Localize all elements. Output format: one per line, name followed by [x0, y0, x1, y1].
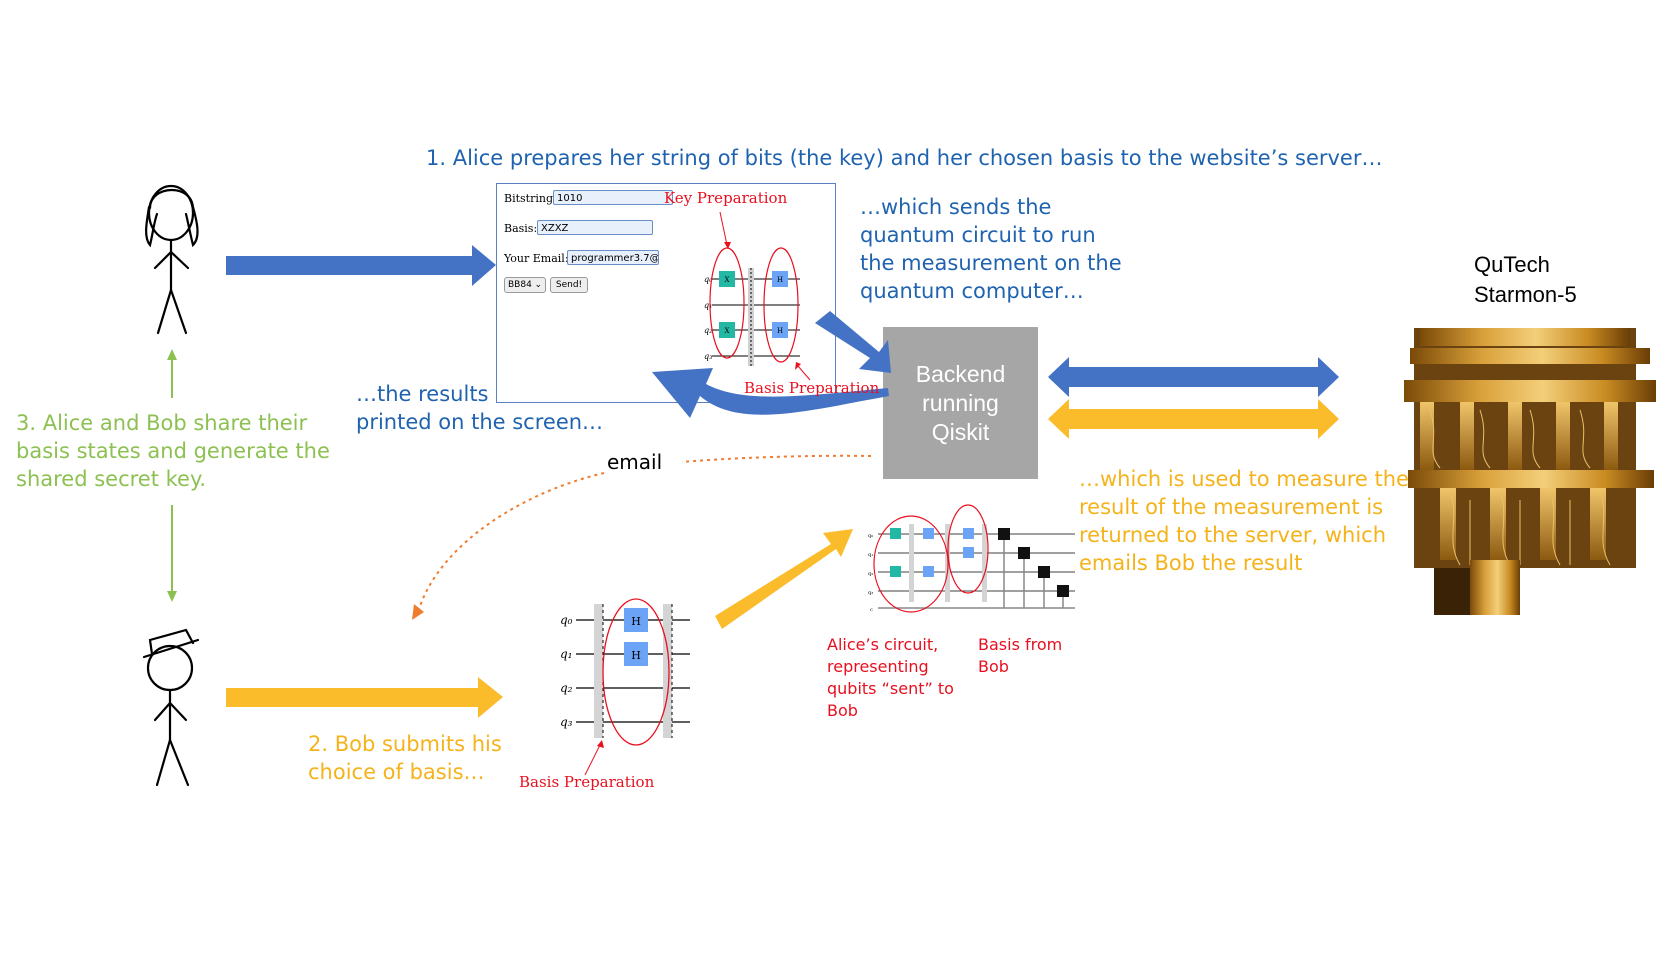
qubit-label: q₃ [704, 352, 712, 361]
chevron-down-icon: ⌄ [534, 280, 542, 290]
form-to-backend-arrow [815, 311, 891, 373]
bitstring-input[interactable]: 1010 [553, 190, 673, 205]
bob-basis-ring [602, 598, 670, 746]
basis-from-bob-label: Basis from Bob [978, 635, 1063, 676]
qubit-label: q₃ [560, 715, 573, 729]
basis-input[interactable]: XZXZ [537, 220, 653, 235]
server-caption: …which sends the quantum circuit to run … [860, 195, 1122, 303]
key-preparation-label: Key Preparation [664, 189, 788, 207]
qubit-label: q₁ [868, 552, 873, 558]
share-basis-arrows [167, 349, 177, 602]
h-gate-label: H [631, 649, 641, 662]
email-label: email [607, 450, 663, 474]
bob-to-server-arrow [226, 677, 503, 718]
basis-prep-ring [763, 247, 799, 363]
qubit-label: q₂ [560, 681, 573, 695]
qubit-label: q₀ [704, 275, 713, 284]
protocol-select[interactable]: BB84⌄ [504, 277, 546, 293]
step2-caption: 2. Bob submits his choice of basis… [308, 732, 502, 784]
protocol-select-value: BB84 [508, 280, 532, 290]
h-gate-label: H [631, 615, 641, 628]
bob-basis-ring-small [947, 504, 989, 594]
x-gate-q0 [719, 271, 735, 287]
send-button[interactable]: Send! [550, 277, 588, 293]
qubit-label: q₁ [704, 301, 712, 310]
measure-caption: …which is used to measure the result of … [1079, 467, 1409, 575]
classical-register-label: c [870, 607, 873, 613]
qubit-label: q₀ [560, 613, 573, 627]
x-gate-label: X [725, 276, 730, 284]
email-field-label: Your Email: [504, 252, 569, 265]
qubit-label: q₃ [868, 590, 873, 596]
x-gate-label: X [725, 327, 730, 335]
backend-server-box: Backend running Qiskit [883, 327, 1038, 479]
qubit-label: q₂ [704, 326, 712, 335]
qubit-label: q₁ [560, 647, 573, 661]
basis-preparation-alice-label: Basis Preparation [744, 379, 880, 397]
email-field[interactable]: programmer3.7@ou [567, 250, 659, 265]
alice-circuit-ring [873, 515, 949, 613]
h-gate-label: H [777, 327, 783, 335]
backend-quantum-orange-double-arrow [1048, 399, 1339, 439]
alice-stick-figure-icon [145, 184, 199, 335]
email-dotted-arrow [412, 454, 872, 620]
h-gate-q1 [624, 642, 648, 666]
h-gate-q0 [772, 271, 788, 287]
qubit-label: q₀ [868, 533, 873, 539]
alice-web-form: Bitstring: 1010 Basis: XZXZ Your Email: … [496, 183, 836, 403]
key-prep-ring [709, 247, 745, 359]
alice-to-server-arrow [226, 245, 496, 286]
bob-circuit: q₀ q₁ q₂ q₃ H H [560, 598, 690, 776]
step3-caption: 3. Alice and Bob share their basis state… [16, 411, 330, 491]
h-gate-q2 [772, 322, 788, 338]
quantum-computer-title: QuTech Starmon-5 [1474, 252, 1577, 307]
results-return-arrow [652, 368, 889, 418]
x-gate-q2 [719, 322, 735, 338]
basis-preparation-bob-label: Basis Preparation [519, 773, 655, 791]
step1-caption: 1. Alice prepares her string of bits (th… [426, 146, 1383, 170]
h-gate-q0 [624, 608, 648, 632]
qubit-label: q₂ [868, 571, 873, 577]
backend-quantum-blue-double-arrow [1048, 357, 1339, 397]
alice-circuit-label: Alice’s circuit, representing qubits “se… [827, 635, 954, 720]
combined-circuit: q₀ q₁ q₂ q₃ c [868, 504, 1075, 613]
h-gate-label: H [777, 276, 783, 284]
quantum-computer-chandelier-icon [1404, 328, 1656, 615]
bitstring-label: Bitstring: [504, 192, 557, 205]
alice-form-circuit: q₀ q₁ q₂ q₃ X X H H [704, 211, 811, 381]
bob-circuit-to-backend-arrow [715, 529, 853, 629]
basis-label: Basis: [504, 222, 538, 235]
bob-stick-figure-icon [142, 628, 200, 787]
